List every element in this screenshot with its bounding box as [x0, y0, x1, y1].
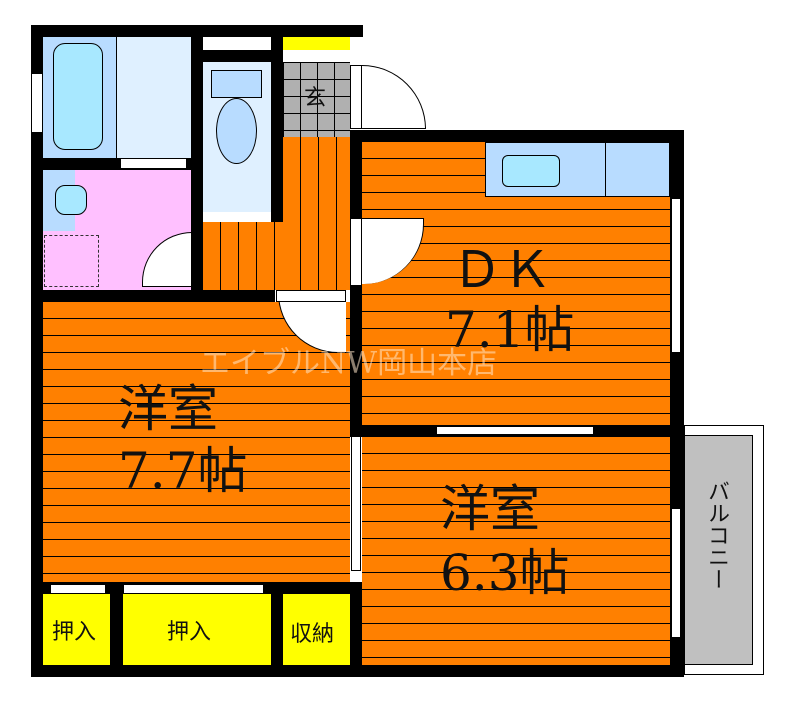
outer-wall-left [31, 25, 43, 677]
watermark: エイブルNW岡山本店 [200, 346, 498, 381]
stove-divider [605, 142, 606, 197]
dk-name: ＤＫ [452, 241, 552, 299]
western1-size: 7.7帖 [118, 442, 248, 500]
storage[interactable] [283, 594, 350, 665]
washroom-door-swing [142, 232, 192, 287]
closet1-door[interactable] [50, 584, 106, 594]
western1-name: 洋室 [118, 380, 218, 438]
hallway-lower [203, 222, 283, 290]
bathtub-icon [53, 43, 103, 150]
balcony [684, 435, 753, 665]
entrance-label: 玄 [304, 86, 327, 111]
dk-door[interactable] [350, 218, 362, 286]
western2-sliding-door-top[interactable] [436, 426, 594, 435]
hallway [283, 137, 350, 290]
western1-floor [43, 302, 350, 582]
balcony-label: バルコニー [704, 480, 729, 590]
toilet-wall-right [271, 25, 283, 222]
western2-name: 洋室 [440, 480, 540, 538]
front-door[interactable] [350, 65, 362, 129]
entrance-shoebox[interactable] [283, 37, 350, 50]
closet1[interactable] [43, 594, 110, 665]
western1-sliding-door[interactable] [351, 436, 361, 571]
dk-window [671, 198, 681, 353]
kitchen-sink-icon [502, 155, 560, 187]
western1-wall-right [350, 286, 362, 426]
storage-label: 収納 [290, 622, 335, 647]
toilet-tank [211, 70, 262, 98]
western2-window [671, 508, 681, 638]
western2-size: 6.3帖 [440, 544, 570, 602]
hall-wall-right [350, 130, 362, 230]
toilet-bowl-icon [216, 98, 257, 164]
closet2[interactable] [123, 594, 271, 665]
western1-door[interactable] [276, 290, 346, 302]
dk-wall-top [350, 130, 684, 142]
dk-size: 7.1帖 [445, 301, 575, 359]
shelf-top [203, 37, 271, 50]
front-door-swing [362, 65, 426, 129]
closet1-label: 押入 [52, 620, 97, 645]
bath-window [31, 73, 43, 133]
washing-machine-pan [44, 235, 99, 287]
western2-floor [362, 437, 670, 665]
storage-wall-right [350, 582, 362, 672]
entrance-tile [283, 62, 350, 137]
closet-divider2 [271, 582, 283, 672]
closet2-label: 押入 [167, 620, 212, 645]
bath-door[interactable] [120, 158, 187, 169]
closet2-door[interactable] [123, 584, 264, 594]
washbasin-icon [55, 185, 87, 215]
closet-divider1 [110, 582, 123, 672]
toilet-wall-top [203, 50, 281, 62]
western1-wall-top [31, 290, 275, 302]
